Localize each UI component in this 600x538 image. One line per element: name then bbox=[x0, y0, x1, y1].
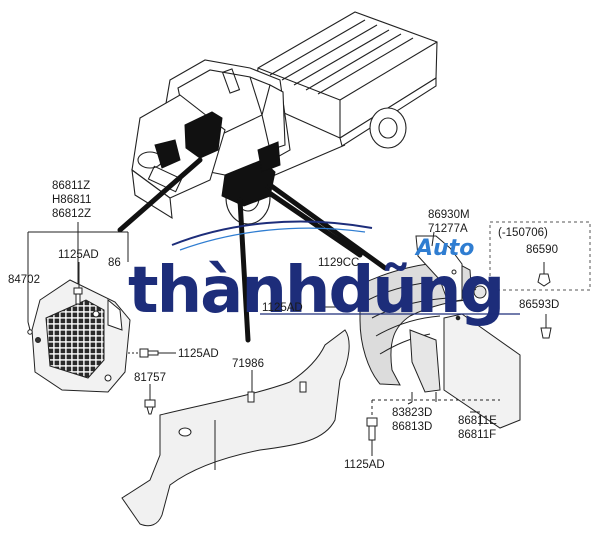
splash-shield-71986 bbox=[121, 329, 350, 527]
watermark-logo: thànhdũng Auto bbox=[128, 220, 520, 328]
bracket-86930M bbox=[415, 231, 487, 303]
label-83823D: 83823D bbox=[392, 407, 432, 419]
front-mudguard-panel bbox=[31, 279, 131, 393]
inset-box-150706 bbox=[489, 221, 591, 291]
label-86590: 86590 bbox=[526, 244, 558, 256]
label-1125AD-left: 1125AD bbox=[178, 348, 219, 360]
label-86930M: 86930M bbox=[428, 209, 470, 221]
label-1125AD-top: 1125AD bbox=[58, 249, 99, 261]
bolt-1125AD-left bbox=[128, 348, 176, 358]
label-86593D: 86593D bbox=[519, 299, 559, 311]
mud-flap-86811E bbox=[443, 313, 521, 429]
label-86811Z: 86811Z bbox=[52, 180, 90, 192]
label-H86811: H86811 bbox=[52, 194, 91, 206]
leader-lines-truck bbox=[117, 157, 388, 343]
callout-bracket-86811Z bbox=[27, 222, 129, 322]
label-84702: 84702 bbox=[8, 274, 40, 286]
label-86-partial: 86 bbox=[108, 257, 121, 269]
label-1125AD-mid: 1125AD bbox=[262, 302, 303, 314]
clip-84702 bbox=[27, 321, 33, 335]
label-81757: 81757 bbox=[134, 372, 166, 384]
grommet-81757 bbox=[144, 385, 156, 415]
label-1129CC: 1129CC bbox=[318, 257, 359, 269]
label-leaders bbox=[78, 262, 480, 413]
bolt-1125AD-top bbox=[73, 287, 83, 305]
label-1125AD-bottom: 1125AD bbox=[344, 459, 385, 471]
watermark-sub: Auto bbox=[414, 236, 474, 261]
bolt-1125AD-bottom bbox=[366, 399, 500, 456]
label-150706: (-150706) bbox=[498, 227, 548, 239]
label-86813D: 86813D bbox=[392, 421, 432, 433]
truck-highlighted-parts bbox=[154, 111, 281, 207]
label-86812Z: 86812Z bbox=[52, 208, 91, 220]
clip-86593D bbox=[540, 314, 552, 339]
watermark-brand: thànhdũng bbox=[128, 254, 503, 328]
label-86811F: 86811F bbox=[458, 429, 496, 441]
label-86811E: 86811E bbox=[458, 415, 497, 427]
part-labels: 86811Z H86811 86812Z 84702 1125AD 86 112… bbox=[8, 180, 559, 471]
label-71277A: 71277A bbox=[428, 223, 468, 235]
truck-illustration bbox=[131, 11, 438, 225]
label-71986: 71986 bbox=[232, 358, 264, 370]
